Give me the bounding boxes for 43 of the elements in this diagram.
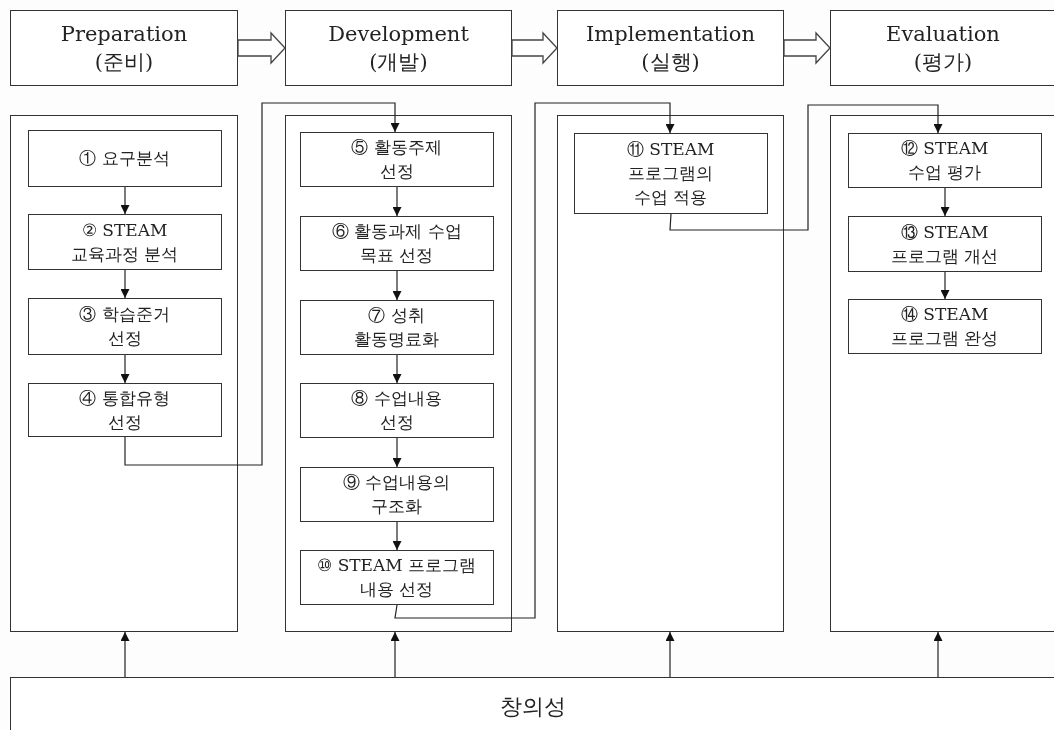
arrow: [120, 631, 130, 678]
panel-box: [285, 115, 512, 632]
arrow: [120, 354, 130, 384]
step-box: ② STEAM 교육과정 분석: [27, 213, 222, 270]
panel-box: [830, 115, 1054, 632]
step-box: ① 요구분석: [27, 129, 222, 187]
connector-arrow: [394, 102, 675, 619]
step-box: ⑩ STEAM 프로그램 내용 선정: [299, 549, 494, 605]
step-box: ⑭ STEAM 프로그램 완성: [847, 298, 1042, 354]
step-box: ⑦ 성취 활동명료화: [299, 299, 494, 355]
arrow: [120, 186, 130, 215]
step-box: ⑫ STEAM 수업 평가: [847, 132, 1042, 188]
block-arrow: [783, 31, 831, 65]
block-arrow: [511, 31, 558, 65]
phase-header-box: Implementation (실행): [557, 10, 784, 86]
phase-header-box: Evaluation (평가): [830, 10, 1054, 86]
step-box: ⑧ 수업내용 선정: [299, 382, 494, 438]
arrow: [933, 631, 943, 678]
creativity-bar: 창의성: [10, 677, 1054, 730]
arrow: [392, 521, 402, 551]
step-box: ③ 학습준거 선정: [27, 297, 222, 355]
arrow: [392, 354, 402, 384]
connector-arrow: [124, 102, 400, 466]
arrow: [665, 631, 675, 678]
step-box: ⑨ 수업내용의 구조화: [299, 466, 494, 522]
phase-header-box: Preparation (준비): [10, 10, 238, 86]
arrow: [392, 437, 402, 468]
step-box: ⑤ 활동주제 선정: [299, 131, 494, 187]
step-box: ⑥ 활동과제 수업 목표 선정: [299, 215, 494, 271]
block-arrow: [237, 31, 286, 65]
panel-box: [10, 115, 238, 632]
step-box: ⑬ STEAM 프로그램 개선: [847, 215, 1042, 272]
arrow: [940, 271, 950, 300]
arrow: [390, 631, 400, 678]
arrow: [120, 269, 130, 299]
phase-header-box: Development (개발): [285, 10, 512, 86]
arrow: [392, 270, 402, 301]
arrow: [940, 187, 950, 217]
panel-box: [557, 115, 784, 632]
connector-arrow: [669, 104, 943, 231]
step-box: ⑪ STEAM 프로그램의 수업 적용: [573, 132, 768, 214]
step-box: ④ 통합유형 선정: [27, 382, 222, 437]
arrow: [392, 186, 402, 217]
